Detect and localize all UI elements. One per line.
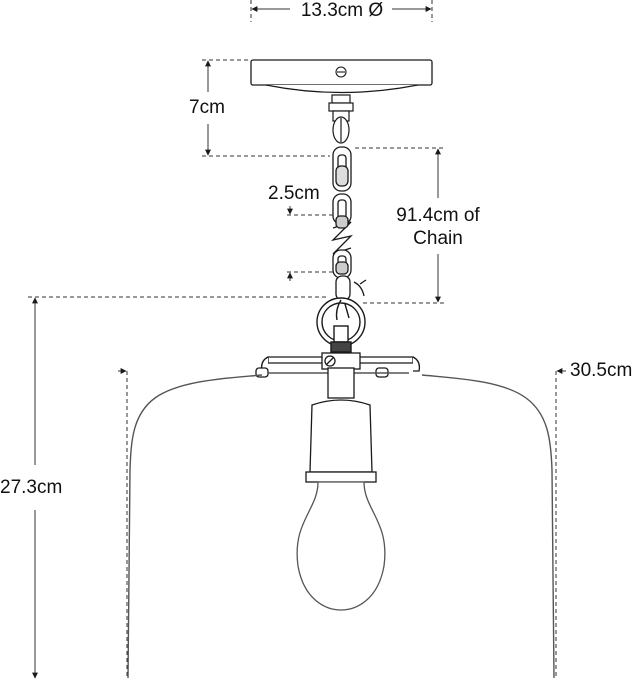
chain-link-dimension	[287, 206, 333, 281]
hanging-loop	[316, 297, 366, 353]
bulb-icon	[296, 481, 386, 611]
canopy-width-dimension	[250, 0, 433, 22]
chain-length-label-line2: Chain	[413, 228, 463, 249]
chain-top-fitting	[328, 94, 354, 144]
canopy-diameter-label: 13.3cm Ø	[300, 0, 384, 21]
chain-break	[330, 215, 354, 255]
shade-gallery	[255, 352, 421, 378]
canopy-screw-icon	[335, 66, 347, 78]
shade-width-dimension	[118, 368, 566, 678]
canopy-height-label: 7cm	[189, 97, 225, 118]
shade-diameter-label: 30.5cm	[570, 360, 633, 381]
socket	[305, 367, 377, 483]
chain-upper	[332, 146, 352, 225]
canopy-height-dimension	[202, 59, 330, 157]
chain-length-dimension	[355, 147, 445, 304]
chain-link-label: 2.5cm	[268, 183, 320, 204]
overall-height-dimension	[28, 296, 328, 679]
chain-lower	[332, 249, 367, 301]
chain-length-label-line1: 91.4cm of	[396, 205, 480, 226]
overall-height-label: 27.3cm	[0, 477, 63, 498]
